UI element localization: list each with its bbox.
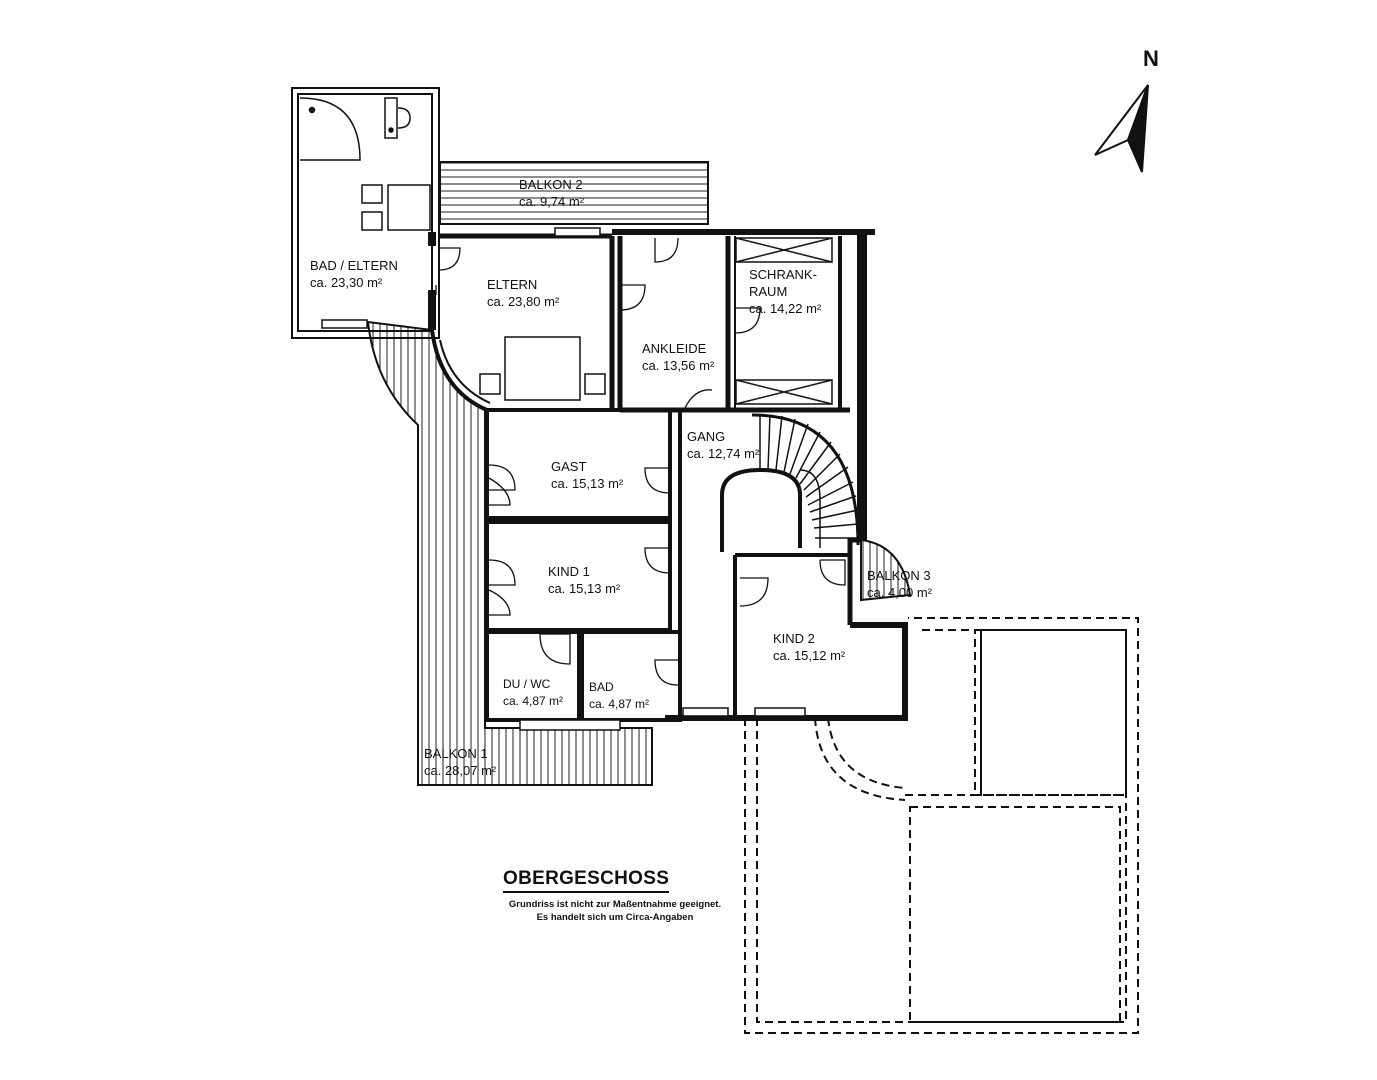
north-arrow-icon [1094,84,1149,173]
doors [435,237,846,686]
balkon-1-area [366,320,653,786]
balkon-2-area [439,161,709,225]
disclaimer-note-2: Es handelt sich um Circa-Angaben [536,912,694,923]
dashed-outline [744,617,1139,1034]
balkon-3-area [860,538,912,602]
bed [479,336,606,401]
floor-title: OBERGESCHOSS [503,868,670,893]
wardrobe-cabinets [735,237,833,405]
staircase [751,413,860,548]
building-walls [291,87,908,722]
windows [321,227,806,731]
compass-label: N [1143,46,1159,71]
disclaimer-note-1: Grundriss ist nicht zur Maßentnahme geei… [508,899,722,910]
bathroom-fixtures [299,97,431,231]
